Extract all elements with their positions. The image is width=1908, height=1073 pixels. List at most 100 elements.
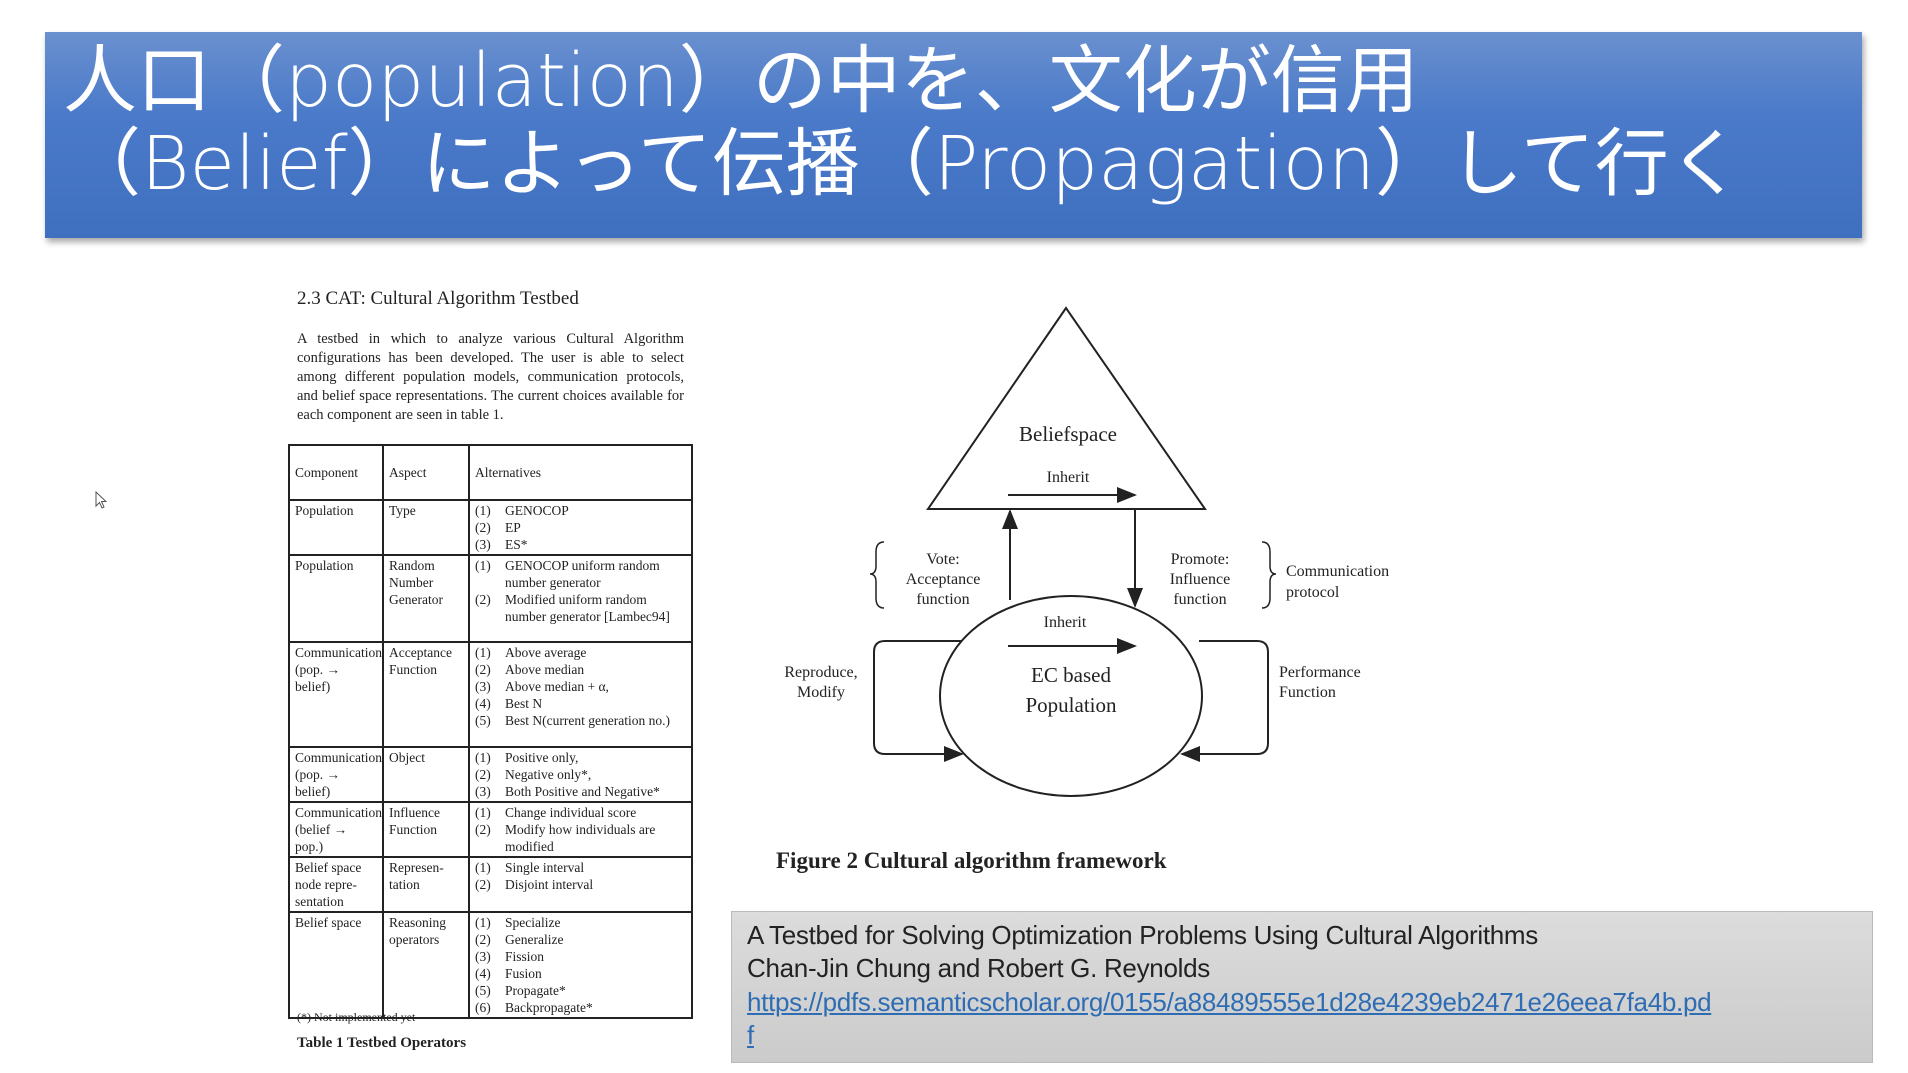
alternative-text: EP <box>505 520 521 535</box>
alternative-number: (1) <box>475 860 491 875</box>
alternative-text: Best N <box>505 696 543 711</box>
alternative-number: (1) <box>475 750 491 765</box>
cell-aspect: Acceptance Function <box>382 641 470 748</box>
header-aspect: Aspect <box>382 444 470 501</box>
slide-title-banner: 人口（population）の中を、文化が信用 （Belief）によって伝播（P… <box>45 32 1862 238</box>
communication-label-1: Communication <box>1286 563 1389 580</box>
right-brace <box>1261 541 1277 609</box>
alternative-item: (1) GENOCOP uniform random number generat… <box>475 557 686 591</box>
population-label-1: EC based <box>1031 663 1111 687</box>
alternative-text: Backpropagate* <box>505 1000 593 1015</box>
cell-aspect: Represen-tation <box>382 856 470 913</box>
section-heading: 2.3 CAT: Cultural Algorithm Testbed <box>297 288 579 309</box>
alternative-number: (3) <box>475 784 491 799</box>
citation-title: A Testbed for Solving Optimization Probl… <box>747 920 1538 950</box>
cell-component: Communication (pop. → belief) <box>288 641 384 748</box>
inherit-bottom-label: Inherit <box>1044 614 1087 631</box>
alternative-number: (2) <box>475 520 491 535</box>
alternative-number: (5) <box>475 983 491 998</box>
alternative-number: (1) <box>475 558 491 573</box>
left-brace <box>869 541 885 609</box>
alternative-number: (2) <box>475 662 491 677</box>
header-component: Component <box>288 444 384 501</box>
alternative-text: GENOCOP uniform random number generator <box>505 558 660 590</box>
alternative-number: (1) <box>475 645 491 660</box>
alternative-item: (4) Fusion <box>475 965 686 982</box>
performance-label-1: Performance <box>1279 664 1361 681</box>
cell-aspect: Random Number Generator <box>382 554 470 643</box>
alternative-item: (2)Modified uniform random number genera… <box>475 591 686 625</box>
vote-label-3: function <box>916 591 969 608</box>
cell-alternatives: (1)GENOCOP(2)EP(3)ES* <box>468 499 693 556</box>
table-row: Communication (pop. → belief)Object(1)Po… <box>288 746 693 803</box>
cell-aspect: Type <box>382 499 470 556</box>
promote-label-2: Influence <box>1170 571 1230 588</box>
alternative-item: (2)Disjoint interval <box>475 876 686 893</box>
citation-link[interactable]: https://pdfs.semanticscholar.org/0155/a8… <box>747 987 1712 1017</box>
testbed-operators-table: Component Aspect Alternatives Population… <box>288 444 693 1019</box>
alternative-item: (2)Negative only*, <box>475 766 686 783</box>
alternative-item: (1)Specialize <box>475 914 686 931</box>
citation-authors: Chan-Jin Chung and Robert G. Reynolds <box>747 953 1210 983</box>
alternative-text: Fission <box>505 949 545 964</box>
alternative-item: (3) Above median + α, <box>475 678 686 695</box>
alternative-number: (1) <box>475 915 491 930</box>
slide-title-line-1: 人口（population）の中を、文化が信用 <box>63 38 1419 124</box>
cell-component: Belief space node repre-sentation <box>288 856 384 913</box>
communication-label-2: protocol <box>1286 584 1340 601</box>
population-ellipse <box>939 595 1203 797</box>
table-row: Communication (belief → pop.)Influence F… <box>288 801 693 858</box>
header-alternatives: Alternatives <box>468 444 693 501</box>
table-row: Communication (pop. → belief)Acceptance … <box>288 641 693 748</box>
citation-link-continued[interactable]: f <box>747 1020 754 1050</box>
mouse-cursor-icon <box>95 491 108 509</box>
alternative-number: (2) <box>475 767 491 782</box>
alternative-text: Generalize <box>505 932 564 947</box>
alternative-text: Modify how individuals are modified <box>505 822 656 854</box>
vote-label-2: Acceptance <box>906 571 981 588</box>
alternative-text: Modified uniform random number generator… <box>505 592 670 624</box>
table-footnote: (*) Not implemented yet <box>297 1010 416 1024</box>
alternative-item: (6)Backpropagate* <box>475 999 686 1016</box>
cell-component: Communication (belief → pop.) <box>288 801 384 858</box>
alternative-text: Positive only, <box>505 750 579 765</box>
alternative-item: (1)Single interval <box>475 859 686 876</box>
alternative-item: (1)Change individual score <box>475 804 686 821</box>
cell-component: Belief space <box>288 911 384 1019</box>
alternative-text: Propagate* <box>505 983 566 998</box>
alternative-number: (3) <box>475 949 491 964</box>
cell-alternatives: (1)Single interval(2)Disjoint interval <box>468 856 693 913</box>
section-paragraph: A testbed in which to analyze various Cu… <box>297 331 684 423</box>
alternative-text: Disjoint interval <box>505 877 594 892</box>
alternative-item: (5)Best N(current generation no.) <box>475 712 686 729</box>
cell-component: Population <box>288 499 384 556</box>
table-caption: Table 1 Testbed Operators <box>297 1035 467 1051</box>
performance-loop-arrow <box>1180 640 1269 762</box>
vote-label-1: Vote: <box>926 551 959 568</box>
figure-caption: Figure 2 Cultural algorithm framework <box>776 848 1167 873</box>
promote-label-1: Promote: <box>1171 551 1230 568</box>
alternative-text: Above median <box>505 662 585 677</box>
alternative-number: (5) <box>475 713 491 728</box>
alternative-text: Above median + α, <box>505 679 609 694</box>
cell-aspect: Reasoning operators <box>382 911 470 1019</box>
alternative-item: (3) Both Positive and Negative* <box>475 783 686 800</box>
cell-component: Communication (pop. → belief) <box>288 746 384 803</box>
alternative-text: ES* <box>505 537 528 552</box>
alternative-number: (4) <box>475 966 491 981</box>
alternative-text: Above average <box>505 645 587 660</box>
reproduce-label-2: Modify <box>797 684 845 701</box>
cell-alternatives: (1)Specialize(2) Generalize (3) Fission (4) F… <box>468 911 693 1019</box>
alternative-number: (2) <box>475 932 491 947</box>
beliefspace-triangle <box>926 306 1207 510</box>
reproduce-loop-arrow <box>873 640 964 762</box>
alternative-item: (1) Positive only, <box>475 749 686 766</box>
alternative-item: (1)GENOCOP <box>475 502 686 519</box>
alternative-item: (1) Above average <box>475 644 686 661</box>
alternative-text: Both Positive and Negative* <box>505 784 660 799</box>
population-label-2: Population <box>1025 693 1117 717</box>
alternative-number: (3) <box>475 679 491 694</box>
alternative-text: Fusion <box>505 966 542 981</box>
